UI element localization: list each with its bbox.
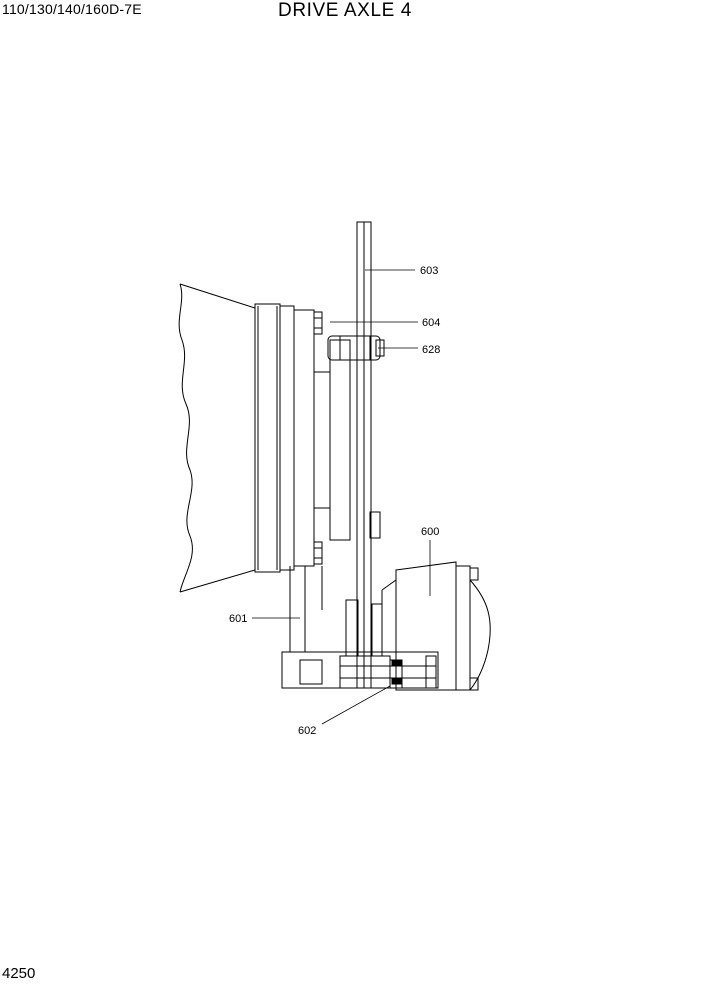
hub-flange: [254, 303, 315, 573]
callout-601: 601: [229, 613, 247, 625]
bracket-601: [289, 339, 351, 652]
hub-boss: [313, 371, 331, 509]
callout-600: 600: [421, 526, 439, 538]
lever-603: [356, 221, 372, 689]
flange-bolts: [313, 311, 323, 565]
page-title: DRIVE AXLE 4: [278, 0, 412, 21]
callout-628: 628: [422, 344, 440, 356]
pin-602: [281, 599, 439, 689]
model-code: 110/130/140/160D-7E: [2, 1, 142, 17]
brake-600: [381, 561, 491, 691]
callout-604: 604: [422, 317, 440, 329]
leader-lines: [252, 269, 431, 725]
page-number: 4250: [2, 965, 36, 982]
lower-bolt: [369, 511, 381, 539]
callout-602: 602: [298, 725, 316, 737]
axle-housing: [178, 283, 256, 593]
callout-603: 603: [420, 265, 438, 277]
